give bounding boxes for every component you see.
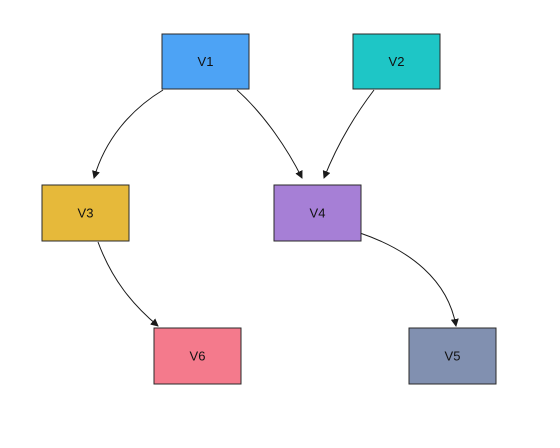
node-v2[interactable]: V2 [352, 33, 441, 90]
node-v1-label: V1 [198, 54, 214, 69]
node-v6[interactable]: V6 [153, 327, 242, 385]
node-v5-label: V5 [445, 349, 461, 364]
edge-v1-v4 [236, 89, 303, 179]
node-v5-box [408, 327, 497, 385]
edges-layer [92, 89, 459, 327]
node-v3-label: V3 [78, 206, 94, 221]
node-v4-box [273, 184, 362, 242]
edge-v4-v5 [359, 232, 459, 327]
edge-v3-v6 [97, 241, 159, 327]
node-v4[interactable]: V4 [273, 184, 362, 242]
node-v4-label: V4 [310, 206, 326, 221]
node-v3[interactable]: V3 [41, 184, 130, 242]
node-v6-box [153, 327, 242, 385]
node-v3-box [41, 184, 130, 242]
node-v2-box [352, 33, 441, 90]
edge-v1-v3 [92, 89, 164, 179]
edge-v2-v4 [322, 89, 375, 179]
node-v6-label: V6 [190, 349, 206, 364]
node-v5[interactable]: V5 [408, 327, 497, 385]
nodes-layer: V1 V2 V3 V4 V5 V6 [41, 33, 497, 385]
node-v1[interactable]: V1 [161, 33, 250, 90]
node-v1-box [161, 33, 250, 90]
node-v2-label: V2 [389, 54, 405, 69]
